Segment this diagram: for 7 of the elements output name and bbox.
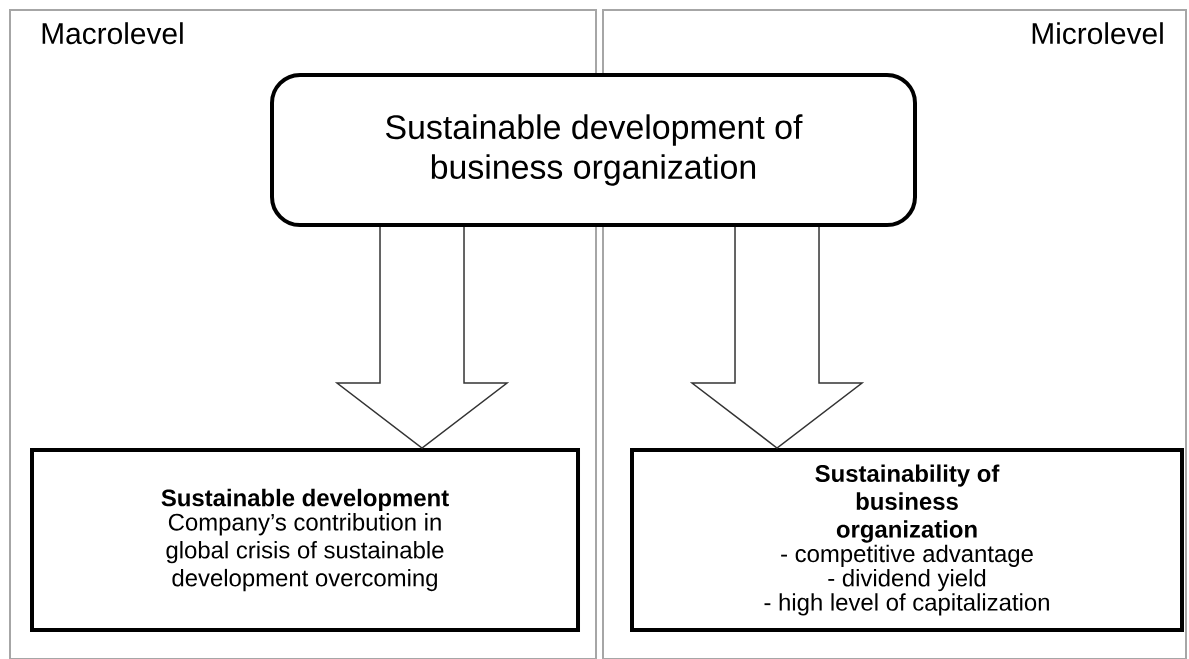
text-box: Sustainability of business organization - competitive advantage - dividend yield - high level of capitalization: [630, 448, 1184, 632]
panel-heading: Microlevel: [1032, 22, 1163, 45]
block-arrow: [334, 226, 510, 449]
panel-heading: Macrolevel: [42, 22, 183, 45]
block-arrow: [689, 226, 865, 449]
rounded-box: Sustainable development of business organization: [270, 73, 917, 227]
text-box: Sustainable development Company’s contribution in global crisis of sustainable development overcoming: [30, 448, 580, 632]
